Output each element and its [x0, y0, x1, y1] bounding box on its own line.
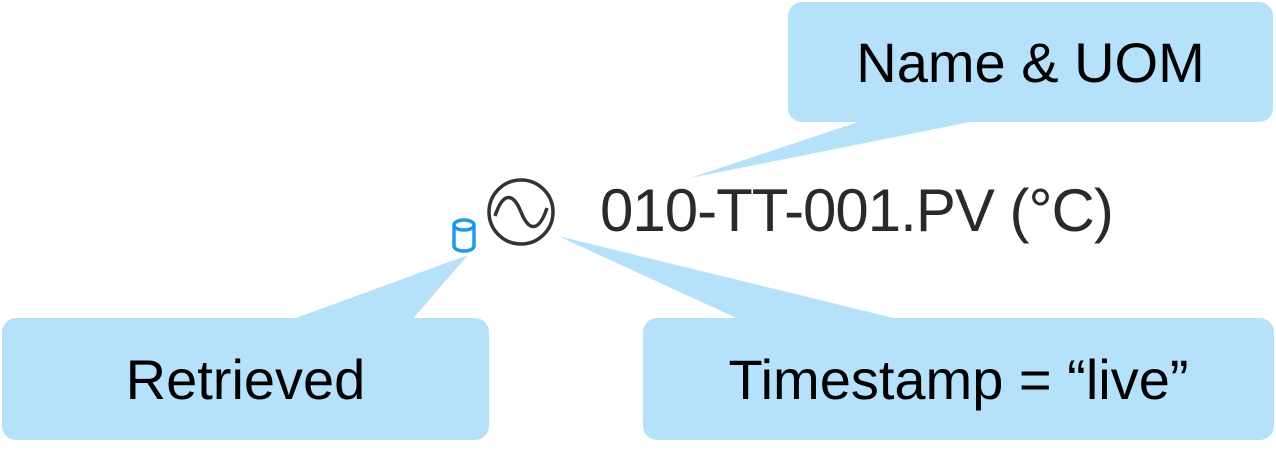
timestamp-pointer: [558, 236, 910, 322]
timestamp-callout-text: Timestamp = “live”: [728, 347, 1189, 411]
tag-name-label[interactable]: 010-TT-001.PV (°C): [600, 177, 1114, 244]
retrieved-callout: Retrieved: [2, 318, 489, 440]
retrieved-pointer: [285, 255, 468, 322]
retrieved-callout-text: Retrieved: [125, 347, 366, 411]
database-icon: [452, 218, 476, 253]
name-uom-callout: Name & UOM: [788, 2, 1273, 122]
sine-wave-circle-icon: [487, 178, 555, 246]
name-uom-pointer: [690, 118, 990, 178]
timestamp-callout: Timestamp = “live”: [643, 318, 1274, 440]
name-uom-callout-text: Name & UOM: [856, 30, 1205, 94]
